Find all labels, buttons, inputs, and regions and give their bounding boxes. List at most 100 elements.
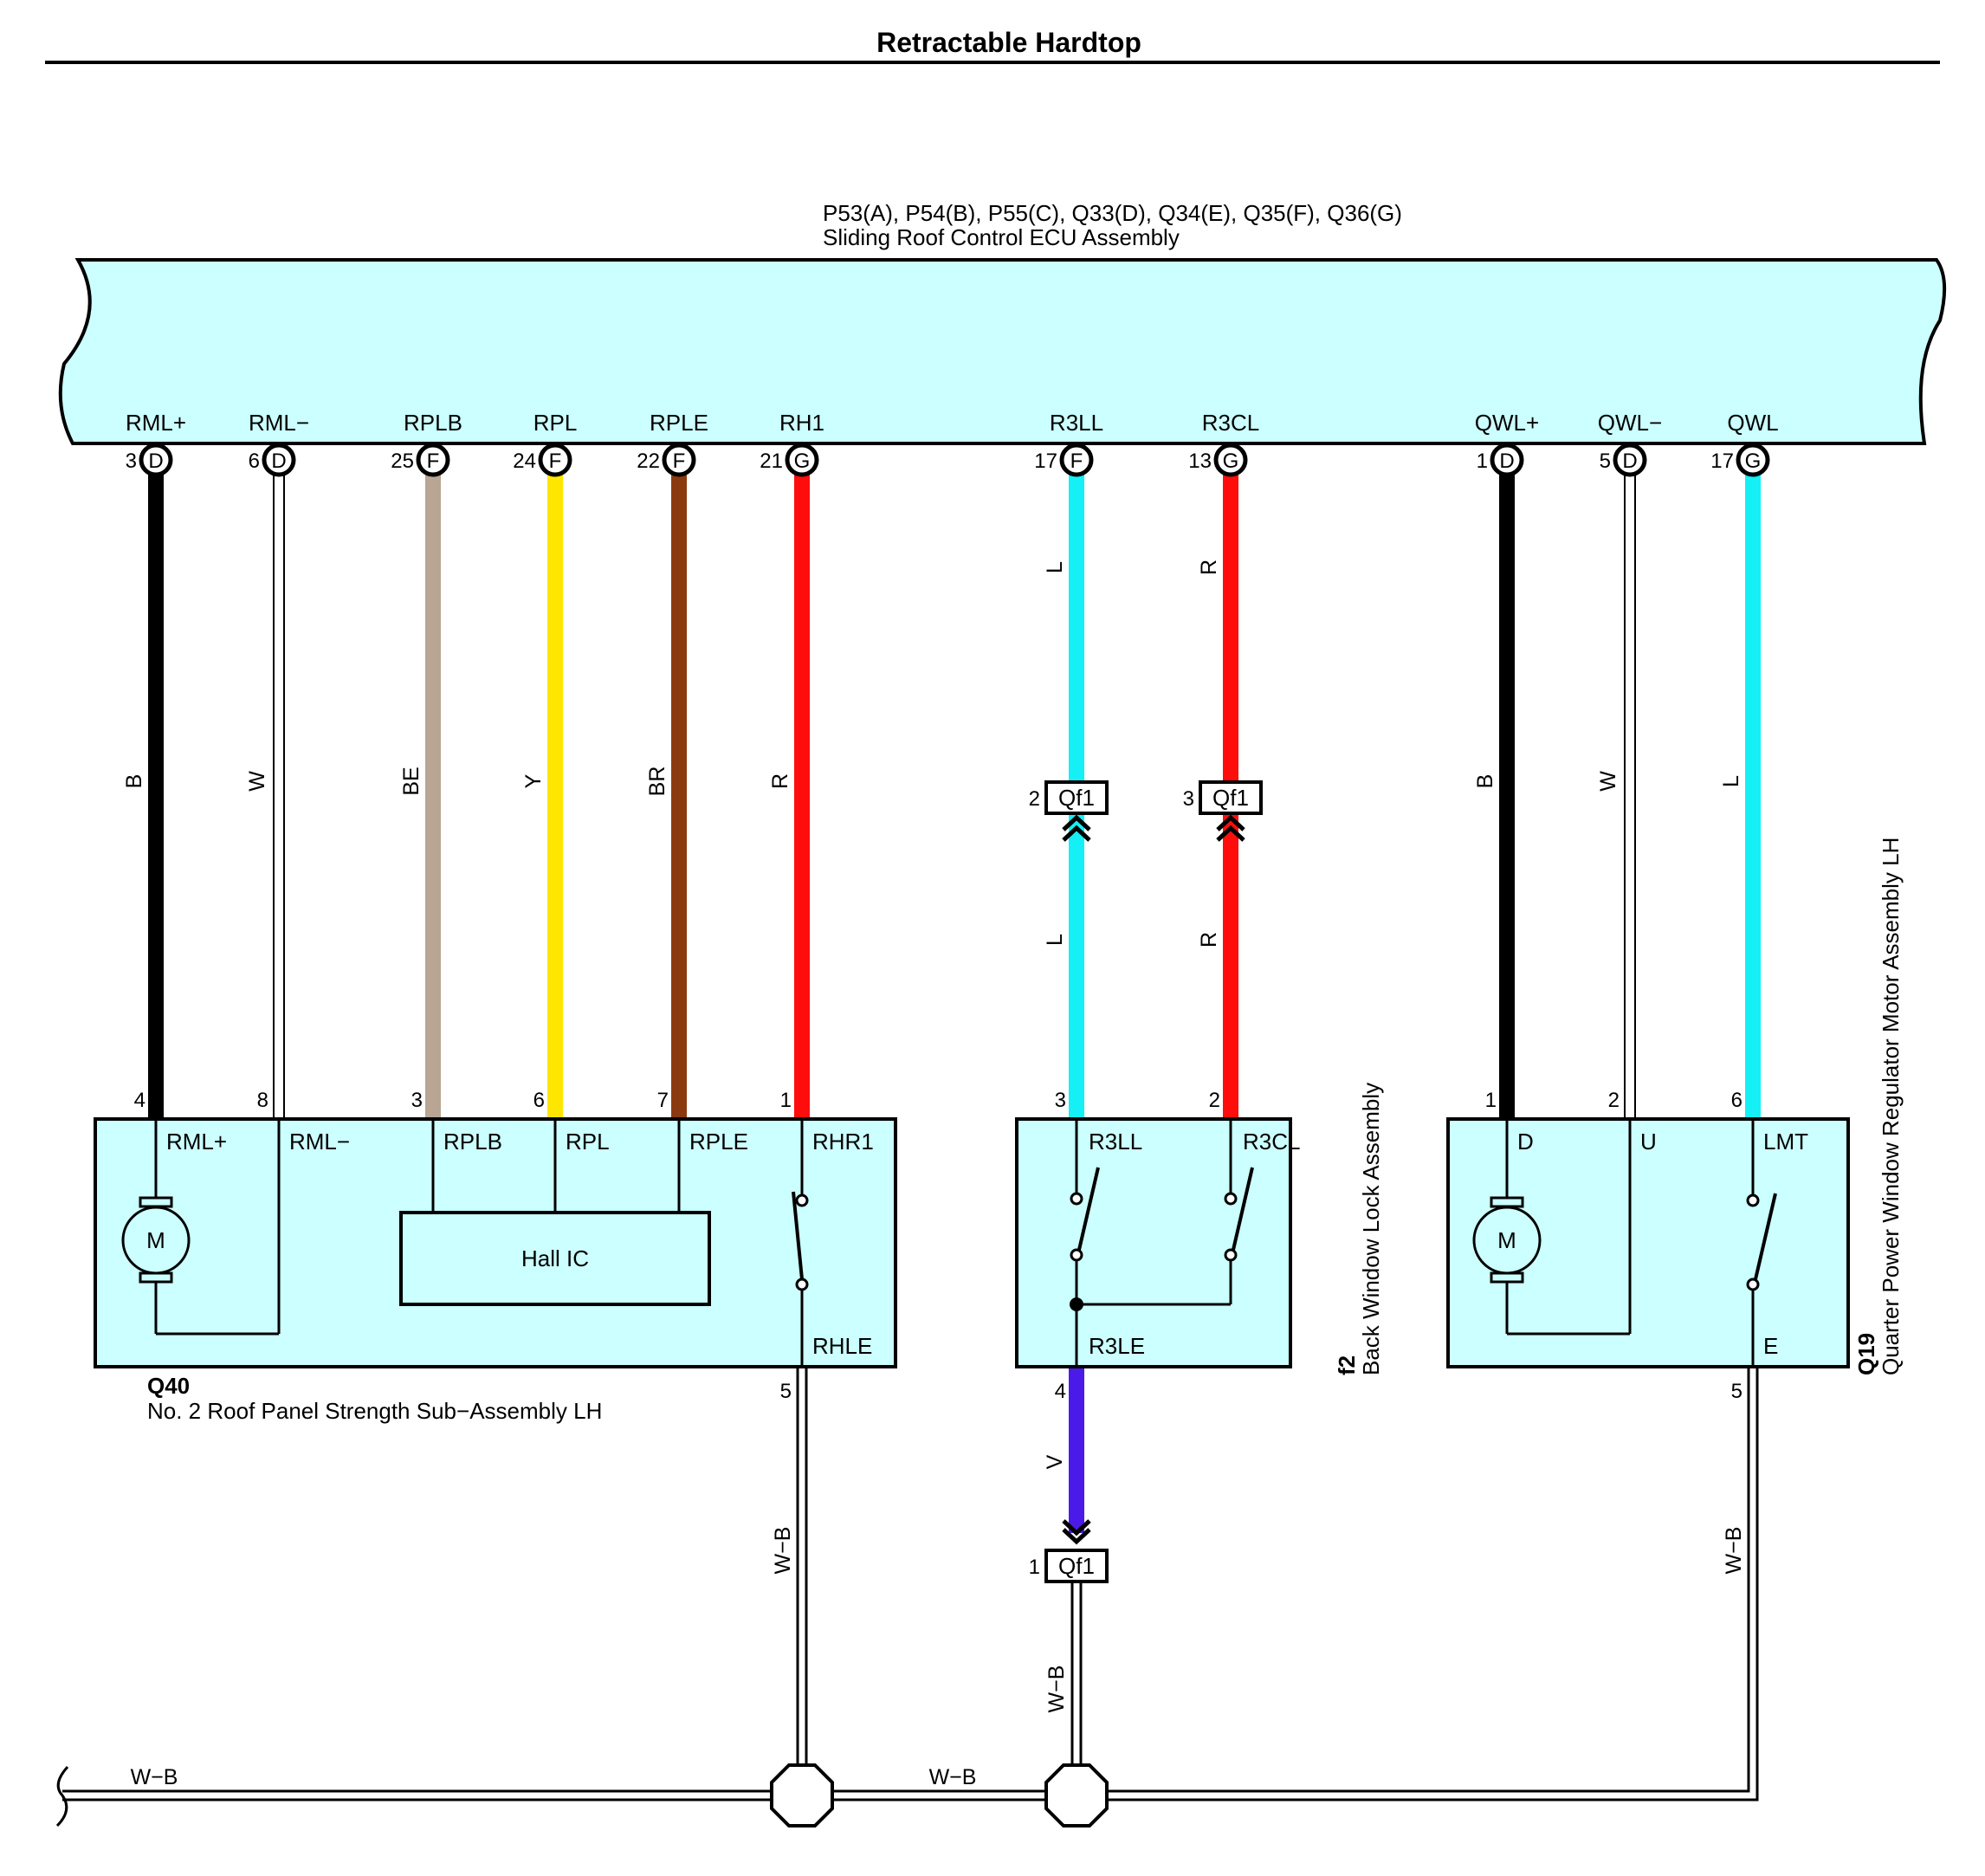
terminal-circle xyxy=(538,443,572,477)
ground-wires: W−B W−B W−B W−B W−B 5 5 xyxy=(55,1367,1759,1827)
terminal-circle xyxy=(662,443,696,477)
terminal-circle xyxy=(1059,443,1094,477)
pin-number: 25 xyxy=(391,450,414,473)
wire-color-label: L xyxy=(1719,775,1743,787)
q40-terminal: RPL xyxy=(566,1129,610,1155)
splice-qf1 xyxy=(1044,1763,1109,1827)
pin-number: 6 xyxy=(1731,1089,1743,1112)
connector-letter: D xyxy=(1499,450,1514,473)
pin-number: 3 xyxy=(1183,787,1194,811)
terminal-circle xyxy=(1736,443,1770,477)
inline-connector-qf1 xyxy=(1044,780,1109,815)
connector-letter: D xyxy=(1622,450,1637,473)
switch-icon xyxy=(792,1191,804,1280)
ecu-terminal-label: QWL+ xyxy=(1475,410,1539,436)
terminal-circle xyxy=(139,443,173,477)
pin-number: 13 xyxy=(1188,450,1212,473)
motor-icon xyxy=(1472,1206,1542,1275)
switch-contact xyxy=(1070,1248,1083,1262)
page-title: Retractable Hardtop xyxy=(876,27,1141,58)
mating-arrow-icon xyxy=(1216,814,1245,842)
q40-terminal: RPLE xyxy=(689,1129,748,1155)
ecu-terminal-label: RPL xyxy=(533,410,578,436)
wire-color-label: W xyxy=(245,771,269,792)
connector-letter: F xyxy=(549,450,562,473)
wire-color-label: R xyxy=(1197,560,1221,575)
inline-connector-label: Qf1 xyxy=(1058,1553,1095,1579)
terminal-circle xyxy=(1213,443,1248,477)
mating-arrow-icon xyxy=(1062,1519,1091,1545)
wire-color-label: W−B xyxy=(771,1527,795,1575)
terminal-circle xyxy=(262,443,296,477)
ecu-terminal-label: RPLE xyxy=(650,410,708,436)
pin-number: 1 xyxy=(1477,450,1488,473)
component-q40: M Hall IC RML+ RML− RPLB RPL RPLE RHR1 R… xyxy=(94,1117,897,1424)
wire-color-label: L xyxy=(1043,561,1067,573)
wires xyxy=(148,459,1761,1119)
wire-color-label: BR xyxy=(645,767,669,797)
pin-number: 2 xyxy=(1608,1089,1620,1112)
connector-letter: F xyxy=(427,450,440,473)
pin-number: 4 xyxy=(1055,1380,1066,1403)
pin-number: 6 xyxy=(249,450,260,473)
switch-contact xyxy=(1746,1278,1760,1291)
splice-q40 xyxy=(770,1763,834,1827)
mating-arrow-icon xyxy=(1062,814,1091,842)
ecu-name: Sliding Roof Control ECU Assembly xyxy=(823,224,1180,250)
ecu-terminal-label: RML+ xyxy=(126,410,186,436)
component-q19: M D U LMT E Q19 Quarter Power Window Reg… xyxy=(1446,838,1904,1375)
pin-number: 2 xyxy=(1029,787,1040,811)
component-code: f2 xyxy=(1334,1355,1360,1375)
ground-wire-q19-inner xyxy=(62,1367,1756,1799)
ground-bus-label: W−B xyxy=(131,1765,178,1789)
f2-ground-wire: V 4 Qf1 1 xyxy=(1029,1367,1109,1583)
pin-number: 5 xyxy=(1600,450,1611,473)
q19-terminal: D xyxy=(1517,1129,1534,1155)
motor-terminal xyxy=(1490,1196,1524,1208)
ecu-terminal-label: QWL− xyxy=(1598,410,1662,436)
pin-number: 8 xyxy=(257,1089,268,1112)
ground-wire-q19 xyxy=(62,1367,1759,1802)
motor-terminal xyxy=(139,1196,173,1208)
pin-number: 3 xyxy=(1055,1089,1066,1112)
connector-letter: G xyxy=(1223,450,1239,473)
junction-dot xyxy=(1070,1297,1083,1311)
f2-body xyxy=(1015,1117,1292,1368)
switch-icon xyxy=(1077,1167,1100,1251)
inline-connector-label: Qf1 xyxy=(1212,785,1249,811)
wire-color-label: L xyxy=(1043,934,1067,946)
switch-contact xyxy=(1224,1248,1238,1262)
ecu-terminal-labels: RML+ RML− RPLB RPL RPLE RH1 R3LL R3CL QW… xyxy=(126,410,1779,436)
wire-color-label: W xyxy=(1596,771,1620,792)
connector-letter: G xyxy=(794,450,811,473)
ecu-terminal-label: QWL xyxy=(1727,410,1778,436)
component-f2: R3LL R3CL R3LE f2 Back Window Lock Assem… xyxy=(1015,1083,1384,1375)
connector-letter: G xyxy=(1745,450,1762,473)
q19-ground-terminal: E xyxy=(1763,1333,1778,1359)
pin-number: 3 xyxy=(411,1089,423,1112)
connector-letter: F xyxy=(1070,450,1083,473)
pin-number: 5 xyxy=(1731,1380,1743,1403)
wire-color-label: BE xyxy=(399,767,424,795)
wire-color-label: R xyxy=(1197,932,1221,948)
wire-color-label: B xyxy=(1473,774,1497,789)
f2-ground-terminal: R3LE xyxy=(1089,1333,1145,1359)
ecu-connectors-label: P53(A), P54(B), P55(C), Q33(D), Q34(E), … xyxy=(823,200,1402,226)
switch-contact xyxy=(1224,1192,1238,1206)
switch-contact xyxy=(1746,1194,1760,1207)
hall-ic-label: Hall IC xyxy=(521,1245,589,1271)
f2-terminal: R3CL xyxy=(1243,1129,1300,1155)
switch-icon xyxy=(1232,1167,1254,1251)
q19-terminal: U xyxy=(1640,1129,1657,1155)
q40-terminal: RPLB xyxy=(443,1129,502,1155)
q40-terminal: RML− xyxy=(289,1129,350,1155)
pin-number: 4 xyxy=(134,1089,145,1112)
switch-contact xyxy=(795,1278,809,1291)
pin-number: 3 xyxy=(126,450,137,473)
inline-connectors: Qf1 2 Qf1 3 L R xyxy=(1029,780,1263,948)
component-code: Q19 xyxy=(1853,1333,1879,1375)
component-name: Quarter Power Window Regulator Motor Ass… xyxy=(1878,838,1904,1375)
inline-connector-label: Qf1 xyxy=(1058,785,1095,811)
wire-color-label: Y xyxy=(521,773,546,788)
switch-contact xyxy=(795,1194,809,1207)
